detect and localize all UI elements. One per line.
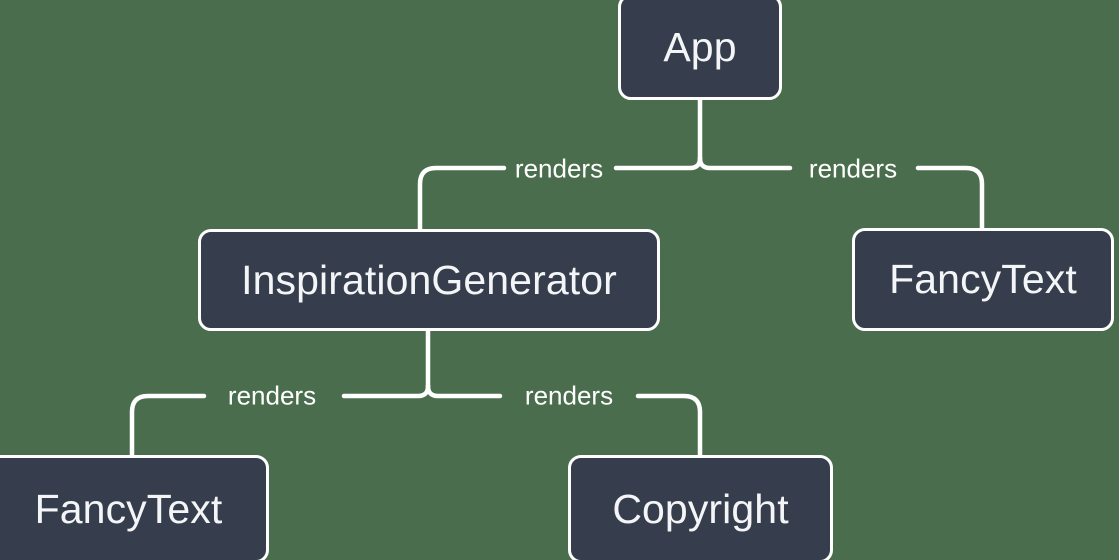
edge-inspiration-fork-right [425,383,503,399]
edge-label-inspiration-generator-to-fancytext: renders [227,380,317,411]
node-fancytext-right[interactable]: FancyText [852,228,1114,331]
edge-inspiration-to-copyright [635,393,703,458]
node-fancytext-bottom[interactable]: FancyText [0,455,269,560]
edge-app-fork-left [613,155,703,171]
node-fancytext-bottom-label: FancyText [34,485,223,532]
node-app[interactable]: App [618,0,782,100]
edge-app-fork-right [697,155,793,171]
edge-inspiration-fork-left [341,383,431,399]
node-fancytext-right-label: FancyText [889,256,1077,302]
edge-inspiration-to-fancytext [129,393,207,458]
node-copyright-label: Copyright [612,485,789,532]
node-copyright[interactable]: Copyright [568,455,833,560]
edge-label-app-to-fancytext: renders [808,153,898,184]
edge-app-to-fancytext [915,165,985,231]
node-app-label: App [663,23,737,70]
node-inspiration-generator-label: InspirationGenerator [241,256,617,303]
node-inspiration-generator[interactable]: InspirationGenerator [198,229,660,331]
edge-label-inspiration-generator-to-copyright: renders [524,380,614,411]
edge-label-app-to-inspiration-generator: renders [514,153,604,184]
edge-app-to-inspiration [417,165,507,232]
